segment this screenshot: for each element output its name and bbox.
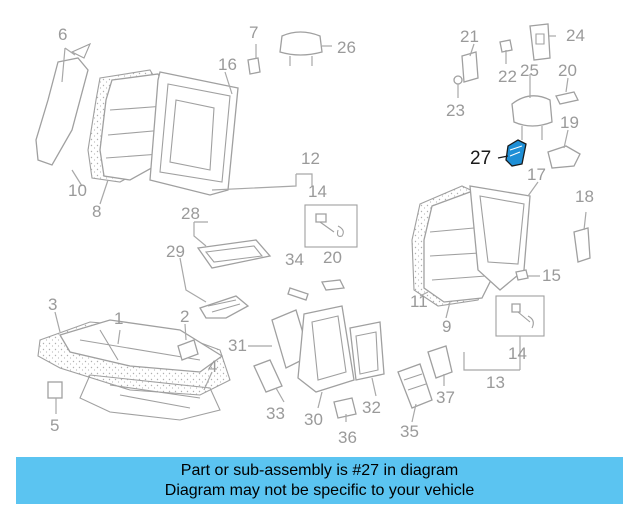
callout-20-left: 20 (323, 248, 342, 267)
callout-21: 21 (460, 27, 479, 46)
callout-10: 10 (68, 181, 87, 200)
callout-27-highlighted: 27 (470, 148, 491, 169)
bracket-part-36 (333, 397, 357, 419)
headrest-part-25 (511, 95, 553, 140)
seat-cushion-part-3 (37, 319, 231, 396)
parts-diagram: 6 7 16 26 10 8 12 14 28 29 34 20 3 1 2 3… (35, 23, 594, 447)
bracket-box-part-14-right (495, 295, 545, 337)
callout-14-left: 14 (308, 182, 327, 201)
callout-19: 19 (560, 113, 579, 132)
callout-33: 33 (266, 404, 285, 423)
callout-22: 22 (498, 67, 517, 86)
side-bolster-part-6 (35, 42, 92, 166)
callout-34: 34 (285, 250, 304, 269)
guide-sleeve-part-27 (505, 139, 527, 167)
trim-part-33 (253, 359, 283, 393)
bracket-part-21 (461, 51, 479, 83)
armrest-cap-part-26 (279, 31, 323, 66)
callout-8: 8 (92, 202, 101, 221)
seat-frame-part-4 (79, 374, 221, 421)
cup-holder-part-29 (199, 295, 250, 319)
callout-23: 23 (446, 101, 465, 120)
hook-part-2 (177, 339, 199, 361)
callout-24: 24 (566, 26, 585, 45)
clip-part-7 (247, 57, 261, 75)
lock-part-19 (547, 145, 581, 169)
callout-2: 2 (180, 307, 189, 326)
banner-line-part-reference: Part or sub-assembly is #27 in diagram (180, 462, 459, 479)
callout-4: 4 (208, 357, 217, 376)
callout-15: 15 (542, 266, 561, 285)
callout-31: 31 (228, 336, 247, 355)
callout-37: 37 (436, 388, 455, 407)
seat-back-frame-part-17 (469, 185, 531, 291)
callout-11: 11 (410, 292, 428, 311)
seat-back-frame-part-16 (149, 71, 239, 196)
armrest-frame-part-30 (297, 305, 355, 393)
washer-part-23 (453, 75, 463, 85)
callout-5: 5 (50, 416, 59, 435)
cover-part-24 (529, 23, 551, 61)
armrest-panel-part-28 (196, 239, 272, 269)
callout-13: 13 (486, 373, 505, 392)
callout-9: 9 (442, 317, 451, 336)
info-banner: Part or sub-assembly is #27 in diagram D… (16, 457, 623, 504)
callout-32: 32 (362, 398, 381, 417)
callout-7: 7 (249, 23, 258, 42)
guide-part-20-right (555, 91, 579, 105)
callout-3: 3 (48, 295, 57, 314)
callout-26: 26 (337, 38, 356, 57)
clip-part-5 (47, 381, 63, 399)
callout-25: 25 (520, 61, 539, 80)
callout-1: 1 (114, 309, 123, 328)
bolt-part-20-left (321, 279, 345, 291)
callout-35: 35 (400, 422, 419, 441)
callout-29: 29 (166, 242, 185, 261)
banner-line-disclaimer: Diagram may not be specific to your vehi… (164, 482, 475, 499)
callout-30: 30 (304, 410, 323, 429)
callout-20-right: 20 (558, 61, 577, 80)
callout-28: 28 (181, 204, 200, 223)
callout-18: 18 (575, 187, 594, 206)
callout-16: 16 (218, 55, 237, 74)
screw-part-15 (515, 269, 529, 281)
panel-part-32 (349, 321, 385, 381)
bracket-part-35 (397, 363, 433, 409)
bracket-box-part-14-left (304, 204, 358, 248)
callout-6: 6 (58, 25, 67, 44)
bracket-part-37 (427, 345, 453, 379)
callout-36: 36 (338, 428, 357, 447)
callout-17: 17 (527, 165, 546, 184)
hinge-part-18 (573, 227, 591, 263)
callout-12: 12 (301, 149, 320, 168)
bolt-part-22 (499, 39, 513, 53)
callout-14-right: 14 (508, 344, 527, 363)
trim-strip-part-34 (287, 287, 309, 301)
